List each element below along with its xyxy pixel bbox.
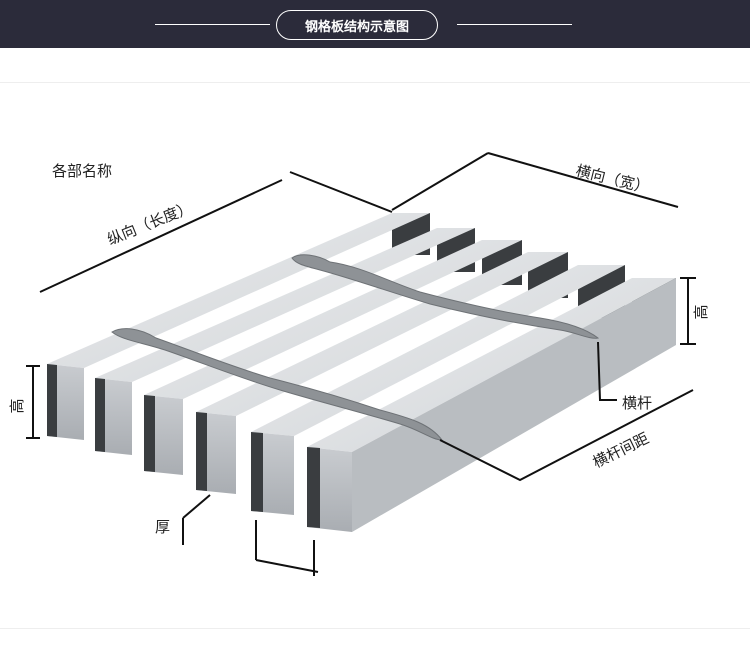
label-height-right: 高 <box>692 304 710 319</box>
dimension-lines <box>26 152 696 576</box>
label-thickness: 厚 <box>155 518 170 536</box>
label-crossbar-spacing: 横杆间距 <box>590 429 652 471</box>
page-title: 钢格板结构示意图 <box>276 10 438 40</box>
bearing-bars <box>47 213 676 532</box>
cross-bars <box>111 254 600 441</box>
header-line-left <box>155 24 270 25</box>
label-height-left: 高 <box>8 398 26 413</box>
label-width: 横向（宽） <box>574 161 651 197</box>
header-bar: 钢格板结构示意图 <box>0 0 750 48</box>
header-line-right <box>457 24 572 25</box>
section-title: 各部名称 <box>52 162 112 180</box>
label-crossbar: 横杆 <box>622 394 652 412</box>
